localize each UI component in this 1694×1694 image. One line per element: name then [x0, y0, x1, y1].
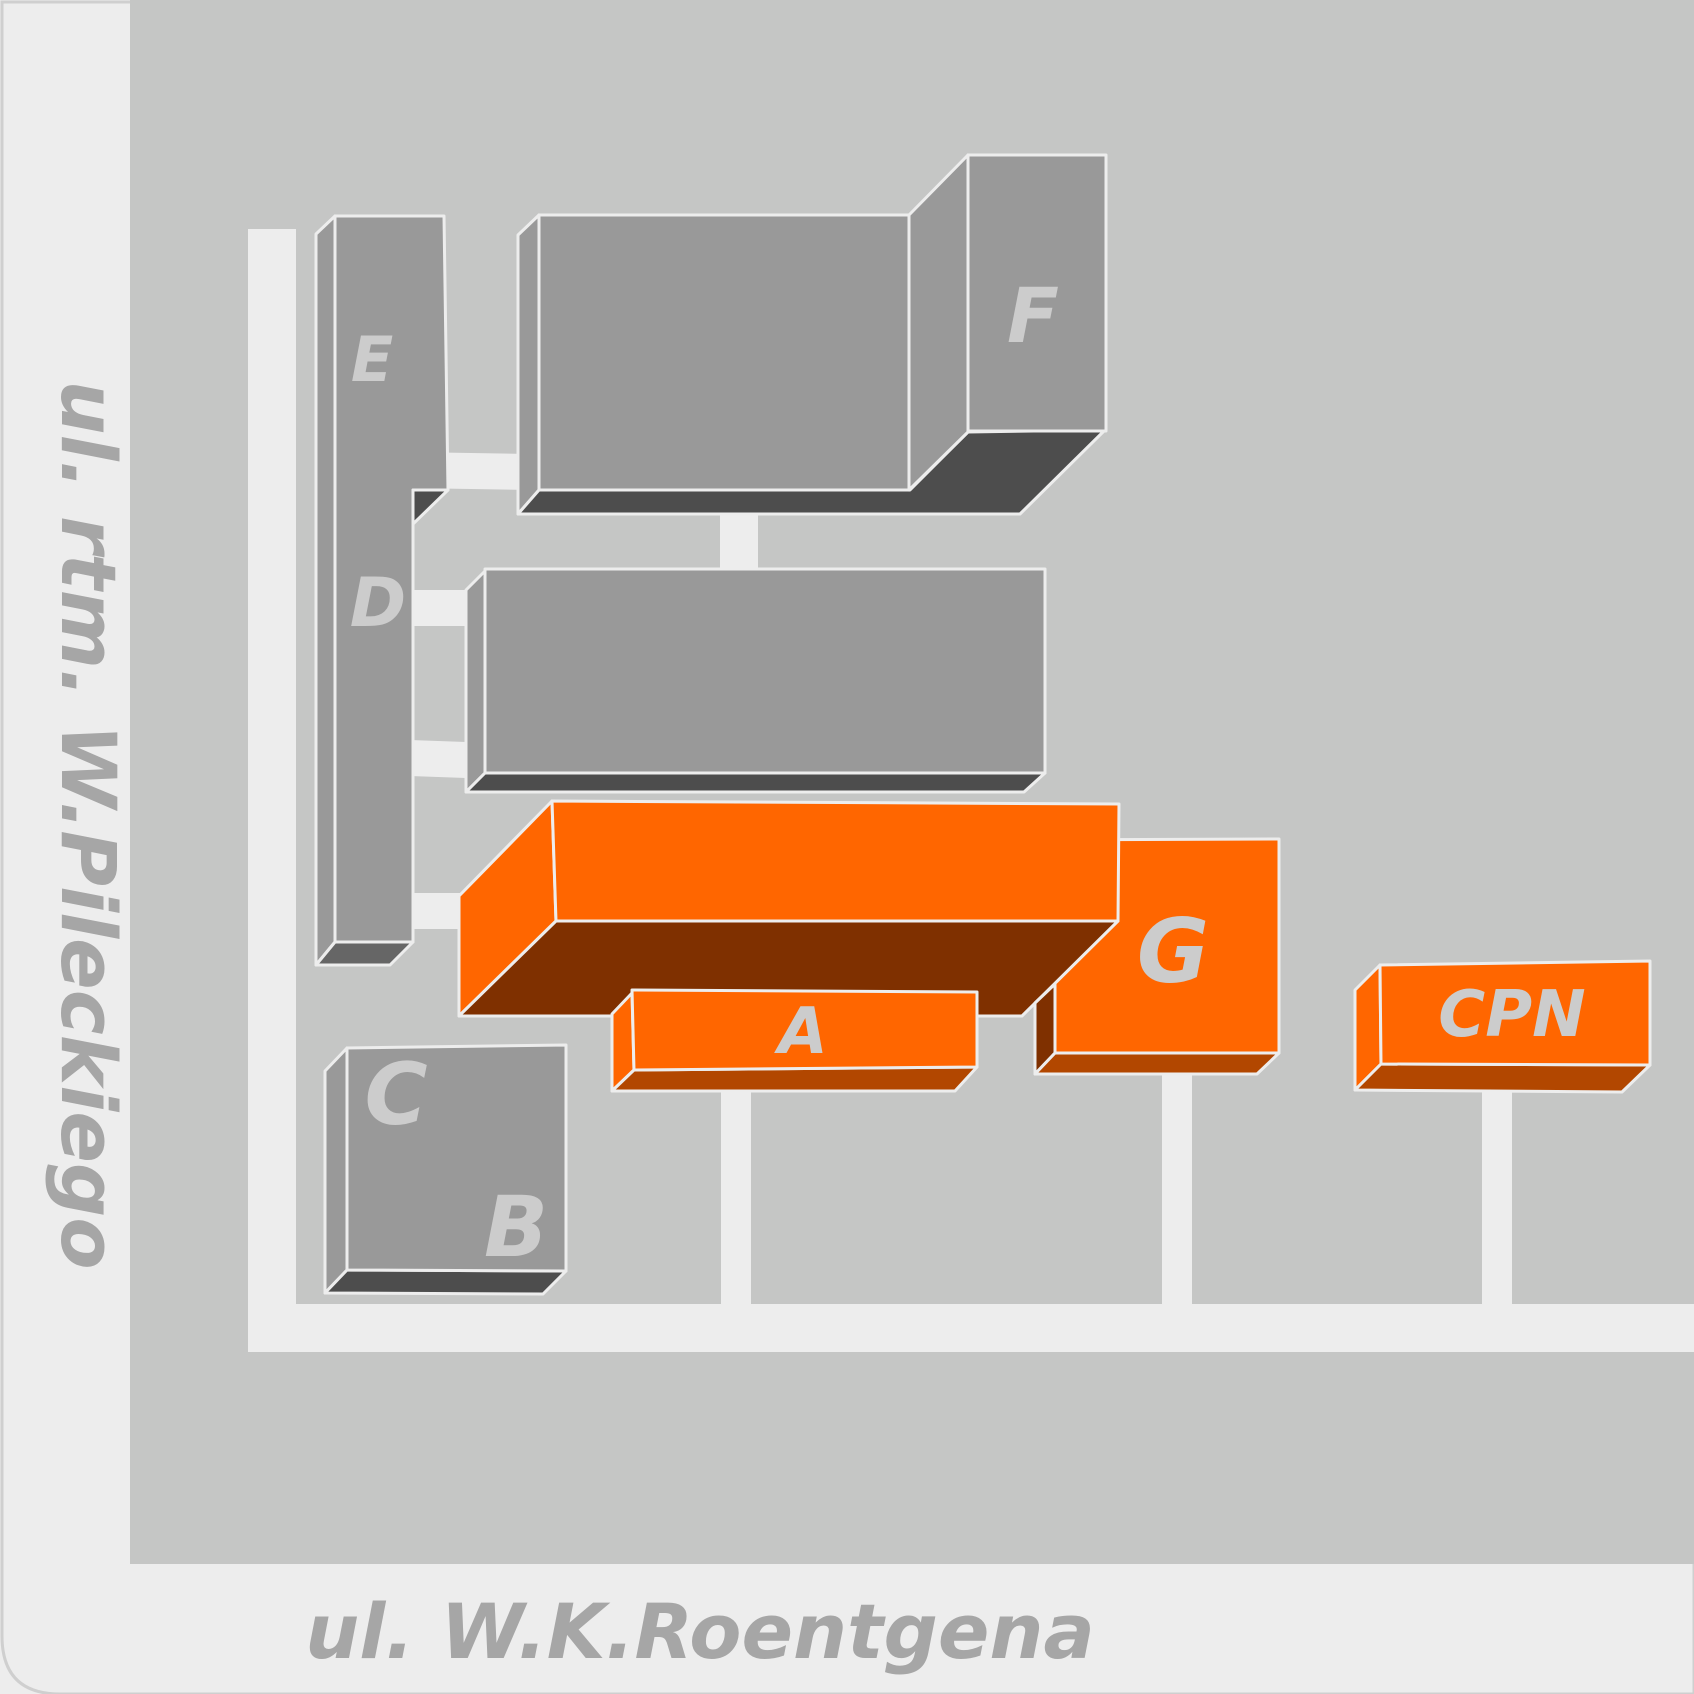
- building-a-front: [630, 988, 979, 1072]
- street-label-west: ul. rtm. W.Pileckiego: [44, 380, 133, 1269]
- building-middle-bottom: [464, 771, 1047, 794]
- label-g: G: [1137, 900, 1209, 1003]
- label-a: A: [773, 995, 828, 1069]
- building-a-block[interactable]: [457, 799, 1281, 1055]
- building-middle-front: [483, 567, 1047, 775]
- building-cpn[interactable]: [1353, 959, 1652, 1094]
- label-b: B: [484, 1178, 548, 1276]
- building-f-main: [537, 213, 911, 492]
- building-a[interactable]: [610, 988, 979, 1093]
- label-e: E: [351, 323, 393, 396]
- building-f[interactable]: [516, 153, 1108, 516]
- street-label-south: ul. W.K.Roentgena: [305, 1587, 1095, 1676]
- building-e-d[interactable]: [314, 214, 450, 967]
- internal-roads: [248, 229, 1694, 1352]
- building-c-front: [345, 1043, 568, 1273]
- building-f-tower-side: [907, 153, 970, 492]
- building-e-side: [314, 214, 337, 967]
- label-c: C: [364, 1045, 427, 1145]
- label-d: D: [350, 564, 406, 643]
- building-c-side: [323, 1046, 349, 1295]
- building-labels: E D F C B A G CPN: [350, 271, 1586, 1276]
- building-middle[interactable]: [464, 567, 1047, 794]
- label-f: F: [1007, 271, 1059, 360]
- building-a-block-front: [550, 799, 1121, 923]
- label-cpn: CPN: [1438, 978, 1585, 1052]
- building-g-base[interactable]: [1033, 982, 1281, 1076]
- building-f-tower: [966, 153, 1108, 433]
- building-c-b[interactable]: [323, 1043, 568, 1296]
- building-f-left-side: [516, 213, 541, 516]
- building-g-bottom: [1033, 1051, 1281, 1076]
- building-middle-side: [464, 569, 487, 794]
- building-cpn-bottom: [1353, 1062, 1652, 1094]
- building-d-step: [411, 488, 450, 526]
- building-cpn-front: [1378, 959, 1652, 1067]
